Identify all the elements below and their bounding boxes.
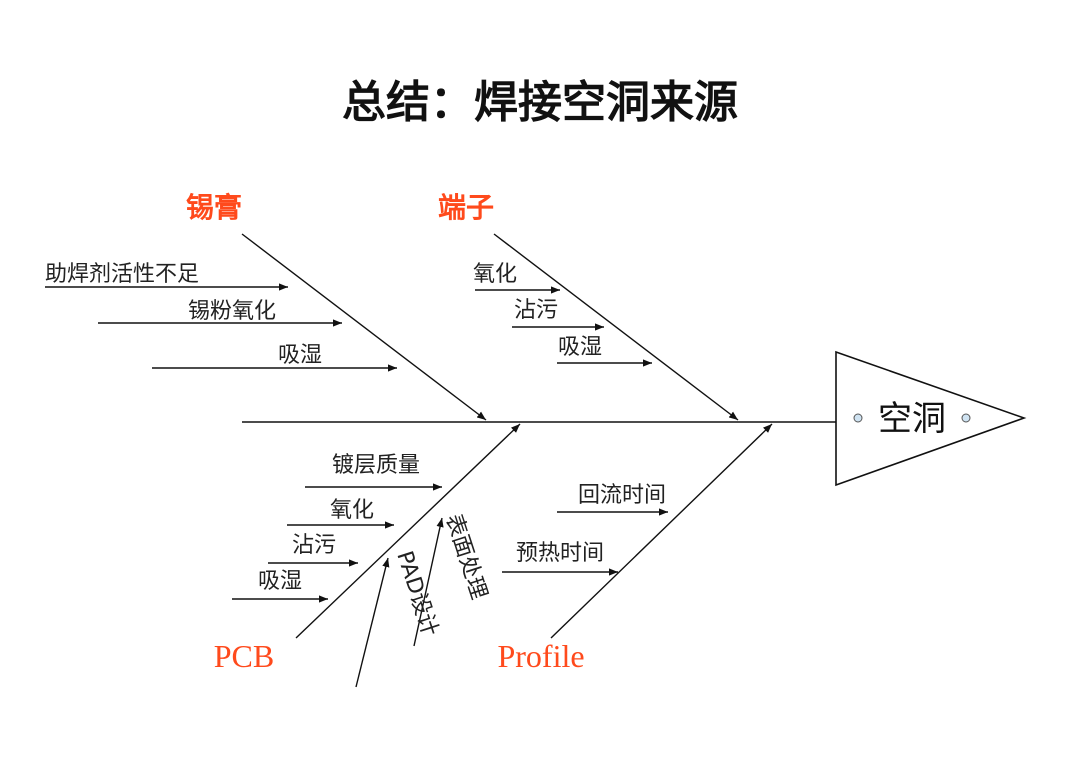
cause-pcb-3: 沾污 [292,533,336,558]
cause-solder-paste-2: 锡粉氧化 [188,299,276,324]
bone-pcb [295,423,521,639]
head-label: 空洞 [878,399,946,439]
cause-terminal-1: 氧化 [473,262,517,287]
head-left-dot-icon [853,413,863,423]
cause-solder-paste-3: 吸湿 [278,343,322,368]
head-triangle [835,350,1027,487]
page-title: 总结：焊接空洞来源 [342,77,738,128]
cause-profile-1: 回流时间 [578,483,666,508]
bone-profile [550,423,773,639]
category-profile: Profile [497,638,584,674]
cause-pcb-4: 吸湿 [258,569,302,594]
cause-arrow-pcb-surface-treatment [413,517,444,647]
bone-solder-paste [241,233,487,421]
category-solder-paste: 锡膏 [186,191,242,224]
cause-arrow-pcb-pad-design [355,557,390,688]
cause-solder-paste-1: 助焊剂活性不足 [45,262,199,287]
cause-pcb-1: 镀层质量 [332,453,420,478]
bone-terminal [493,233,739,421]
category-pcb: PCB [214,638,274,674]
head-right-dot-icon [961,413,971,423]
cause-pcb-pad-design: PAD设计 [391,548,442,639]
cause-pcb-surface-treatment: 表面处理 [440,511,491,602]
cause-pcb-2: 氧化 [330,498,374,523]
cause-terminal-3: 吸湿 [558,335,602,360]
cause-terminal-2: 沾污 [514,298,558,323]
cause-profile-2: 预热时间 [516,541,604,566]
category-terminal: 端子 [438,191,494,224]
